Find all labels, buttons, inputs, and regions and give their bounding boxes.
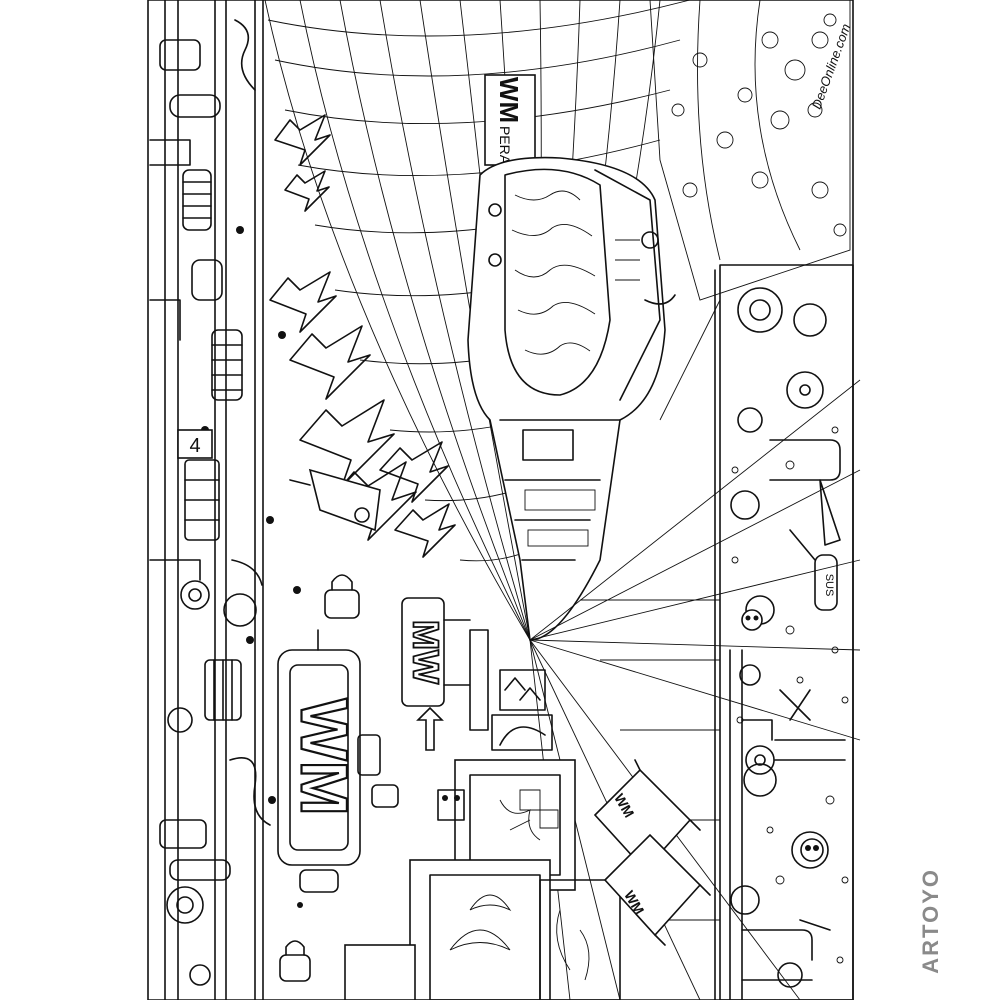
right-wall-panel: SUS [719,264,854,1000]
hanging-sign-text: MW [405,620,446,684]
skull-icon [741,609,824,862]
padlock-icon [279,574,399,982]
floor-number: 4 [189,435,200,457]
shop-window [344,759,621,1000]
train [467,156,676,641]
tunnel-sign: WM PERA [484,74,536,166]
big-wm-sign: WM [277,629,381,893]
hanging-mw-sign: MW [401,597,471,751]
left-pipes: 4 [149,0,303,1000]
bottle-label: SUS [823,574,835,597]
direction-signs [469,629,553,751]
right-lower-pipes [729,649,813,1000]
brand-watermark: ARTOYO [914,868,948,974]
security-camera [289,468,381,532]
tunnel-sign-text: WM [494,77,524,123]
upper-right-stones [649,0,851,301]
tunnel-sign-subtext: PERA [497,126,513,165]
bench: WM WM [593,759,711,946]
brand-watermark-text: ARTOYO [918,868,943,974]
big-sign-text: WM [288,698,362,815]
artist-signature: DeeOnline.com [809,22,854,111]
